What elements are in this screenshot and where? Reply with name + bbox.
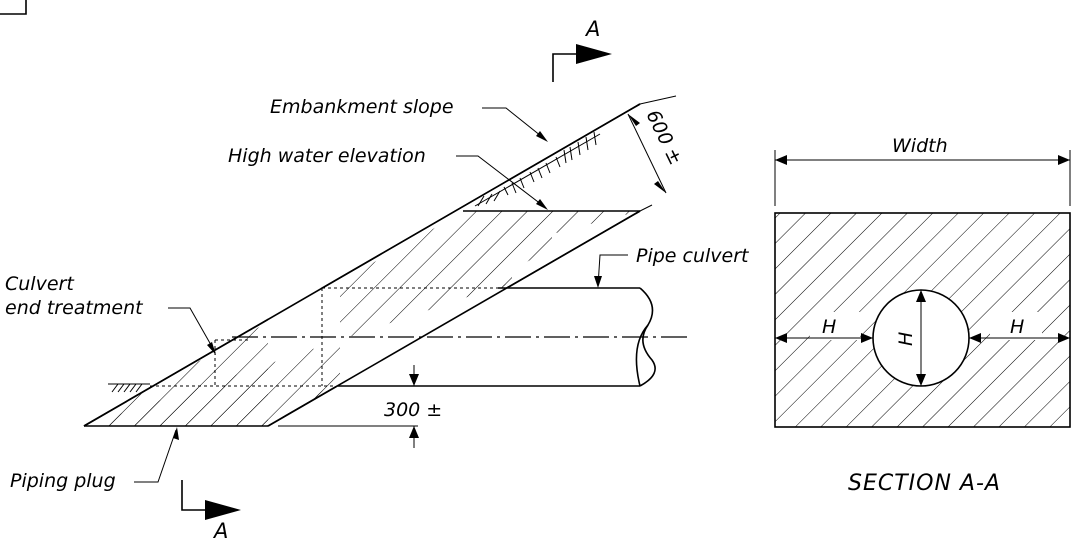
label-piping-plug: Piping plug — [10, 427, 179, 492]
section-title: SECTION A-A — [848, 471, 1001, 496]
slope-ground-symbol — [474, 131, 601, 207]
section-marker-top: A — [552, 17, 612, 82]
dim-600-text: 600 ± — [642, 107, 687, 169]
svg-text:Embankment slope: Embankment slope — [270, 96, 454, 118]
svg-text:Culvert: Culvert — [5, 273, 75, 295]
pipe-culvert — [150, 287, 690, 387]
svg-text:Pipe culvert: Pipe culvert — [636, 245, 750, 267]
dim-300-text: 300 ± — [384, 399, 442, 421]
frame-corner — [0, 0, 27, 15]
label-high-water-elevation: High water elevation — [228, 145, 548, 210]
svg-text:A: A — [584, 17, 600, 41]
h-center-text: H — [895, 332, 917, 346]
pipe-break-inner — [635, 324, 649, 387]
pipe-break-right — [639, 287, 656, 387]
section-marker-bottom: A — [181, 480, 241, 540]
dimension-300: 300 ± — [278, 365, 442, 448]
svg-text:High water elevation: High water elevation — [228, 145, 426, 167]
h-left-text: H — [822, 316, 836, 338]
label-pipe-culvert: Pipe culvert — [594, 245, 750, 288]
h-right-text: H — [1010, 316, 1024, 338]
svg-text:A: A — [212, 519, 228, 540]
section-a-a: H H H Width SECTION A-A — [774, 135, 1071, 496]
section-rect — [774, 212, 1071, 428]
label-embankment-slope: Embankment slope — [270, 96, 548, 142]
svg-text:end treatment: end treatment — [5, 297, 144, 319]
svg-text:Piping plug: Piping plug — [10, 470, 116, 492]
ground-surface-left — [108, 383, 150, 393]
width-text: Width — [892, 135, 948, 157]
label-culvert-end-treatment: Culvert end treatment — [5, 273, 216, 355]
dimension-600: 600 ± — [627, 95, 687, 212]
